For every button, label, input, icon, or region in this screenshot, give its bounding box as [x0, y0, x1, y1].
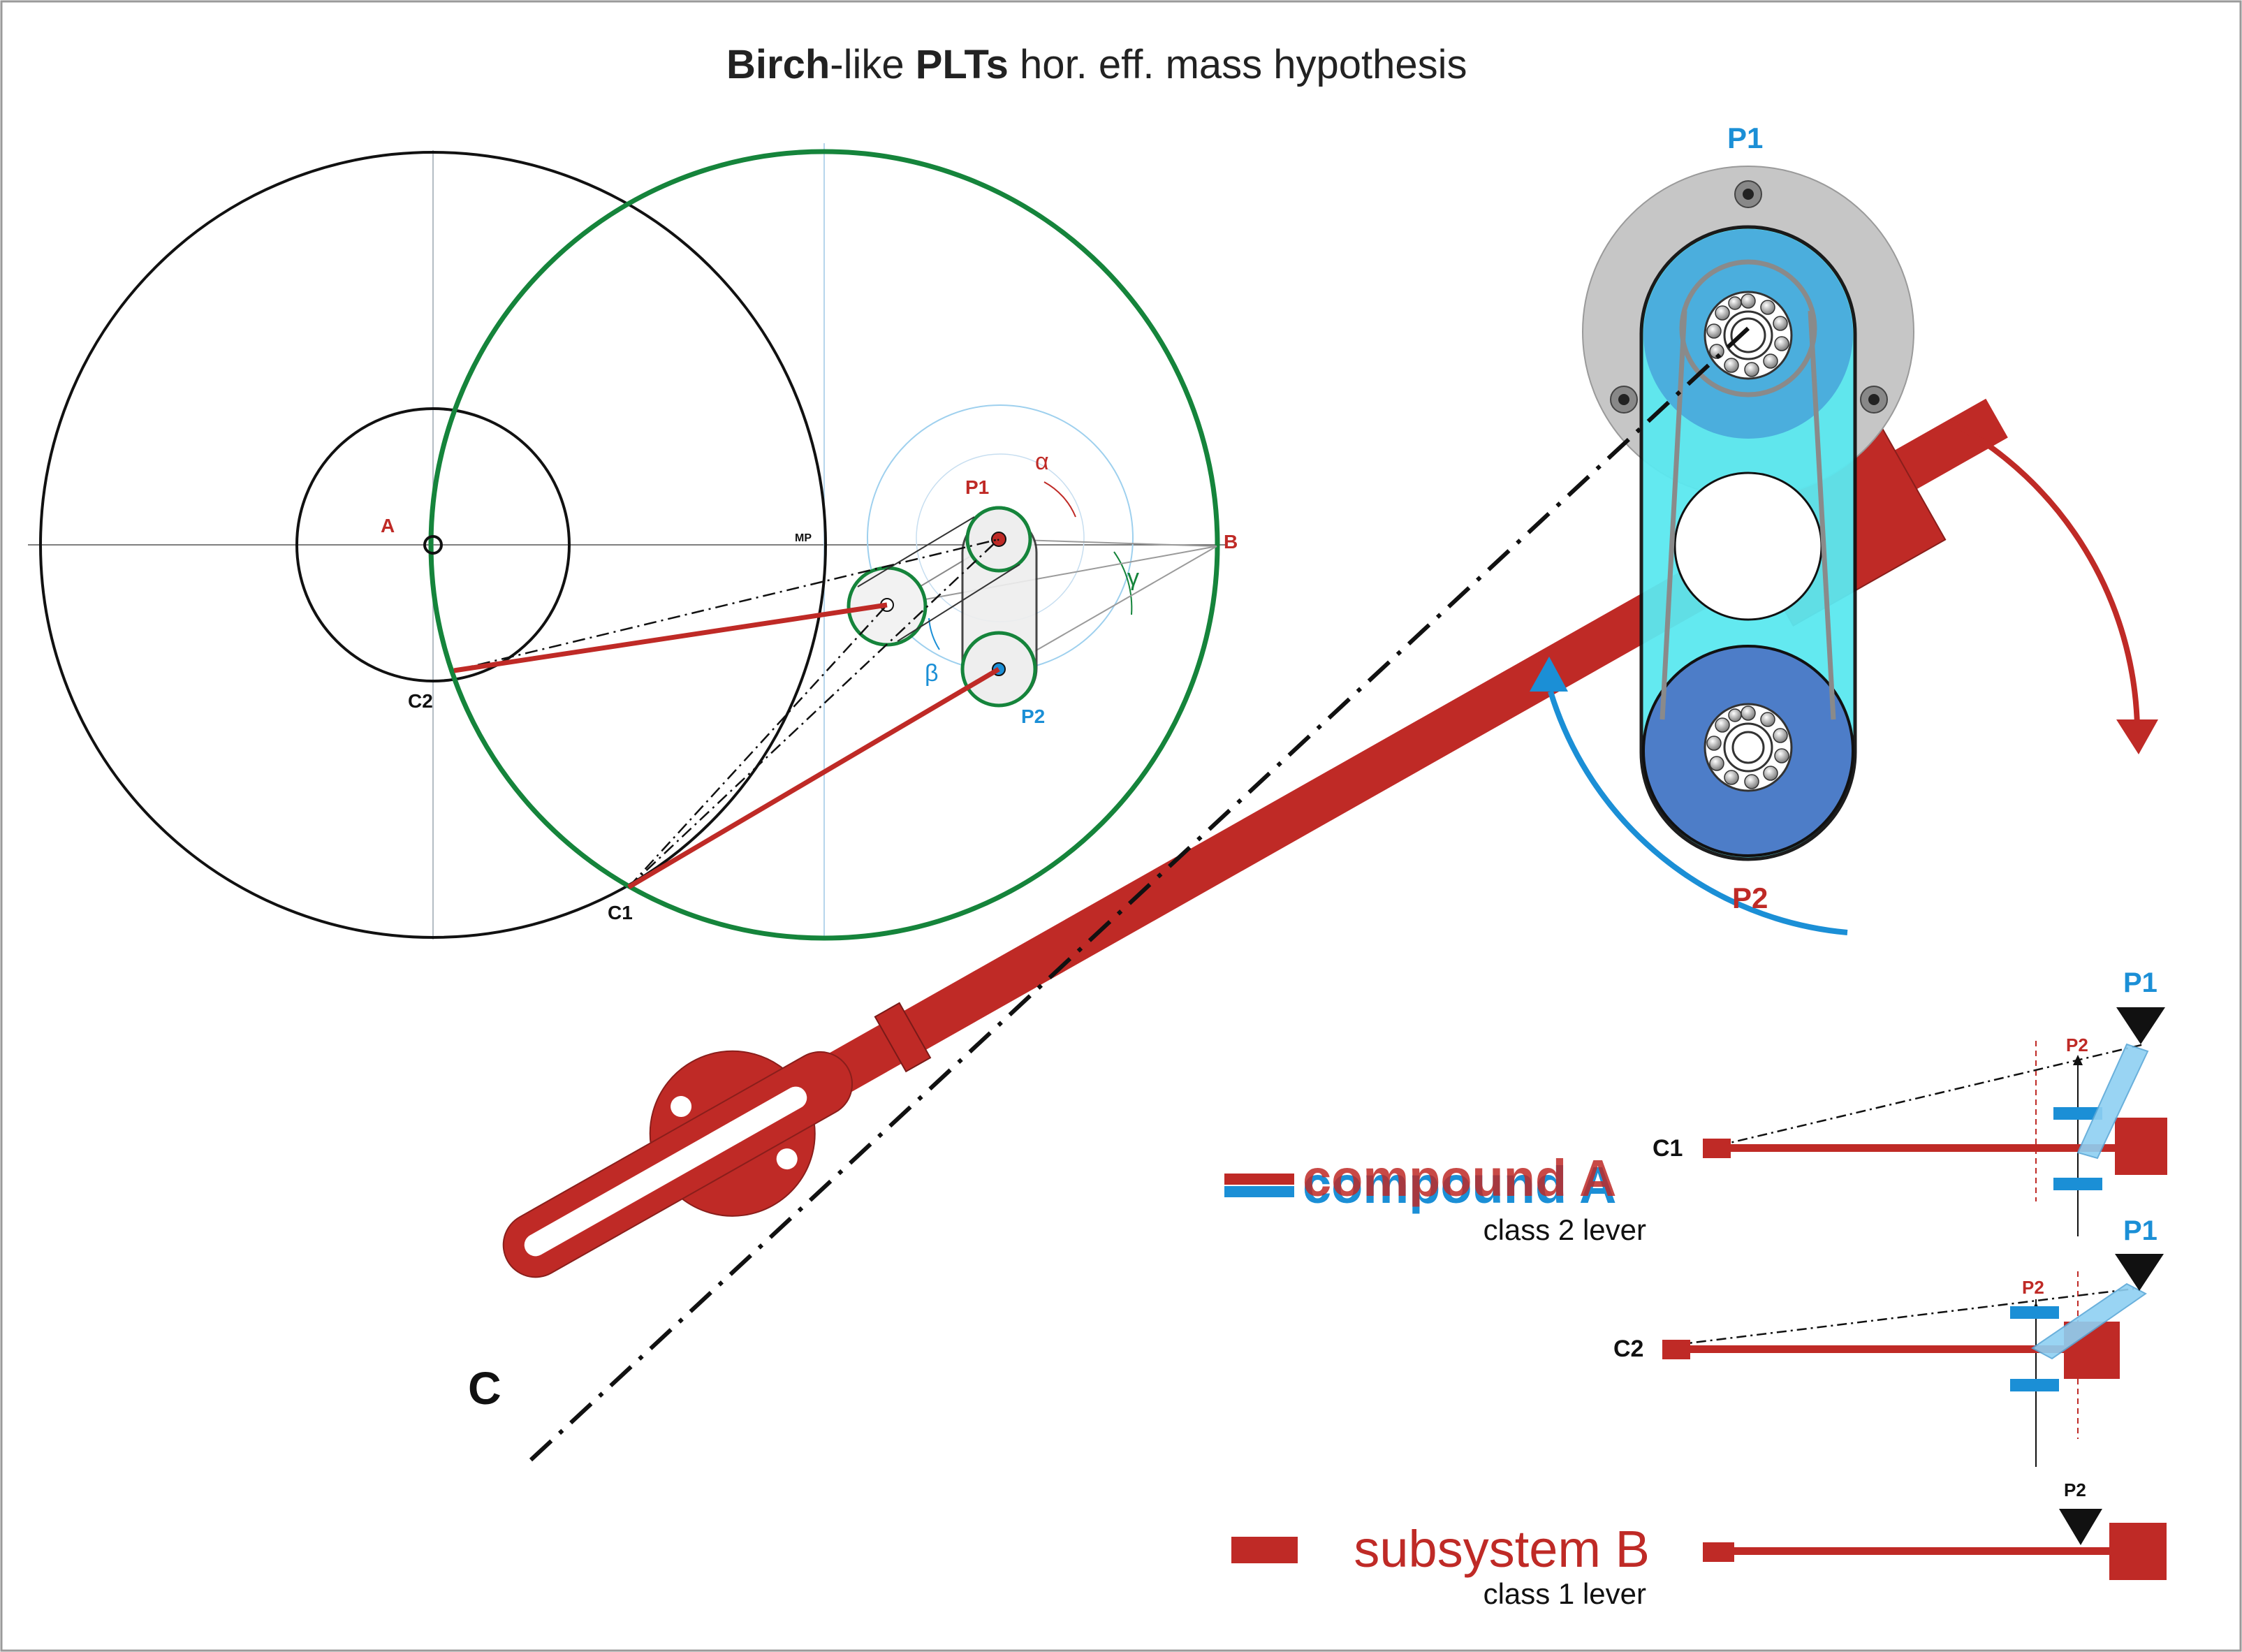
legend-compound-c2: P1 P2 C2: [1613, 1215, 2164, 1467]
blue-rotation-arrow: [1548, 690, 1848, 935]
legend-p2-a: P2: [2066, 1035, 2088, 1055]
bearing-upper-balls: [1706, 293, 1789, 377]
headshell-hole-2: [724, 1120, 747, 1143]
c2-blue-bar-top: [2010, 1306, 2059, 1319]
arm-collar: [874, 1002, 932, 1073]
platter-outer-circle: [39, 151, 827, 939]
red-rotation-arrow: [1951, 420, 2140, 727]
subsystem-lever-bar: [1734, 1547, 2111, 1555]
dashdot-c-p1: [529, 326, 1750, 1462]
label-p2-small: P2: [1021, 706, 1045, 727]
belt-left: [1659, 310, 1687, 720]
c2-blue-link: [2031, 1282, 2147, 1360]
geometry-diagram: A B MP C2 C1 P1 P2 α β γ: [28, 143, 1238, 941]
c1-blue-bar-top: [2053, 1107, 2102, 1120]
compound-swatch-red: [1224, 1174, 1294, 1185]
spindle-a: [423, 535, 443, 555]
subsystem-swatch: [1231, 1537, 1298, 1563]
red-arrow-head: [2116, 719, 2158, 754]
label-beta: β: [925, 660, 939, 687]
label-p1-small: P1: [965, 476, 989, 498]
belt-upper: [1679, 259, 1817, 397]
belt-right: [1808, 310, 1836, 720]
c2-p1-pivot: [2115, 1254, 2164, 1291]
dashdot-c1-p1: [628, 539, 999, 888]
subsystem-counterweight: [2109, 1523, 2167, 1580]
legend-c1: C1: [1653, 1135, 1683, 1162]
subsystem-p2-pivot: [2059, 1509, 2102, 1545]
dashdot-c2-p1: [453, 538, 999, 672]
subsystem-end-block: [1703, 1542, 1734, 1562]
dashdot-c2-legend: [1676, 1287, 2134, 1346]
legend-p2-b: P2: [2022, 1277, 2044, 1298]
c1-blue-bar-bottom: [2053, 1178, 2102, 1190]
label-a: A: [381, 515, 395, 536]
headshell-hole-1: [776, 1148, 798, 1170]
label-c: C: [468, 1362, 501, 1414]
legend-p1-a: P1: [2123, 967, 2157, 998]
legend-compound-c1: P1 P2 C1 compound A compound A class 2 l…: [1224, 967, 2167, 1246]
label-p2-arm: P2: [1732, 882, 1768, 914]
compound-title: compound A: [1303, 1149, 1616, 1207]
bearing-upper: [1704, 291, 1793, 380]
bearing-lower: [1704, 703, 1793, 792]
label-p1-arm: P1: [1727, 122, 1763, 154]
page-title: Birch-like PLTs hor. eff. mass hypothesi…: [726, 42, 1467, 87]
link-center-hole: [1673, 472, 1823, 621]
label-alpha: α: [1035, 448, 1049, 475]
label-c1: C1: [608, 902, 633, 923]
subsystem-subtitle: class 1 lever: [1483, 1577, 1646, 1610]
c1-lever-bar: [1731, 1144, 2122, 1152]
compound-subtitle: class 2 lever: [1483, 1213, 1646, 1246]
bearing-lower-balls: [1706, 706, 1789, 789]
c1-counterweight: [2115, 1118, 2167, 1175]
dashdot-c1-left: [628, 604, 888, 888]
label-mp: MP: [795, 532, 812, 544]
construction-line-b-mid: [886, 546, 1217, 607]
legend-p2-sub: P2: [2064, 1479, 2086, 1500]
headshell-hole-3: [671, 1096, 692, 1118]
arm-tube: [502, 560, 1722, 1278]
gamma-arc: [1113, 551, 1133, 615]
legend-subsystem-b: P2 subsystem B class 1 lever: [1231, 1479, 2167, 1610]
label-b: B: [1224, 531, 1238, 553]
platter-inner-circle: [295, 407, 571, 682]
dashdot-c1-legend: [1717, 1043, 2145, 1147]
c1-end-block: [1703, 1139, 1731, 1158]
c1-p1-pivot: [2116, 1007, 2165, 1044]
tonearm-drawing: P1 P2 C: [468, 122, 2158, 1462]
c1-blue-link: [2076, 1043, 2149, 1160]
c2-end-block: [1662, 1340, 1690, 1359]
legend-p1-b: P1: [2123, 1215, 2157, 1246]
green-track-circle: [428, 149, 1220, 941]
legend-c2: C2: [1613, 1336, 1643, 1362]
c2-lever-bar: [1690, 1345, 2081, 1353]
beta-arc: [928, 617, 940, 650]
compound-swatch-blue: [1224, 1186, 1294, 1197]
alpha-arc: [1043, 481, 1076, 518]
compound-title-shadow: compound A: [1303, 1156, 1616, 1214]
subsystem-title: subsystem B: [1354, 1520, 1650, 1578]
arm-line-c2: [453, 602, 888, 673]
label-gamma: γ: [1127, 564, 1139, 591]
label-c2: C2: [408, 690, 433, 712]
c2-blue-bar-bottom: [2010, 1379, 2059, 1391]
arm-line-c1: [627, 666, 1000, 890]
blue-arrow-head: [1530, 657, 1568, 692]
